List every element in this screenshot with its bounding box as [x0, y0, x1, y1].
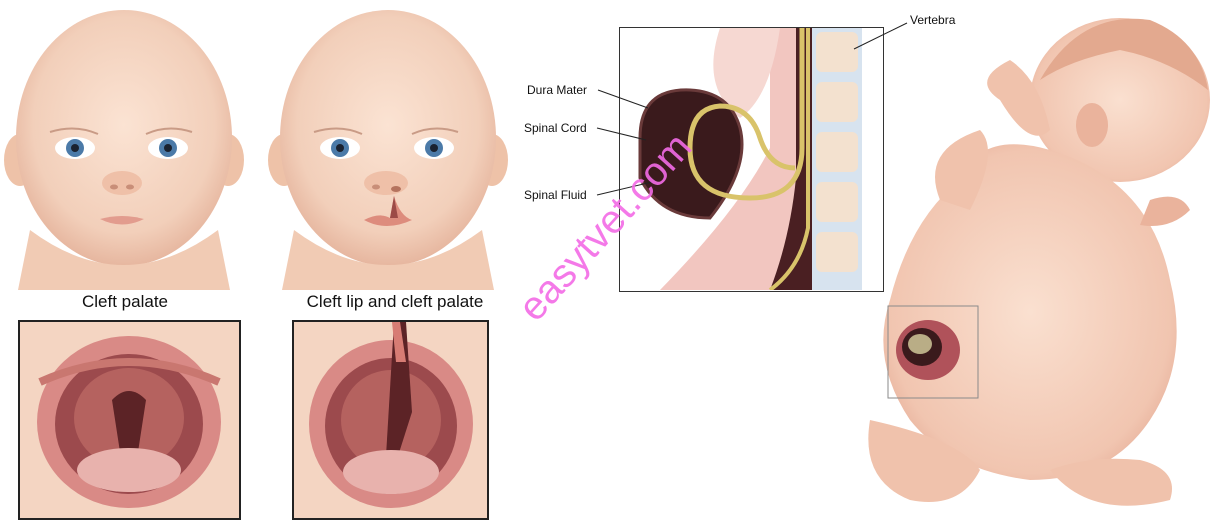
- label-dura-mater: Dura Mater: [527, 83, 587, 97]
- infant-spina-bifida-illustration: [850, 0, 1221, 526]
- label-spinal-fluid: Spinal Fluid: [524, 188, 587, 202]
- label-spinal-cord: Spinal Cord: [524, 121, 587, 135]
